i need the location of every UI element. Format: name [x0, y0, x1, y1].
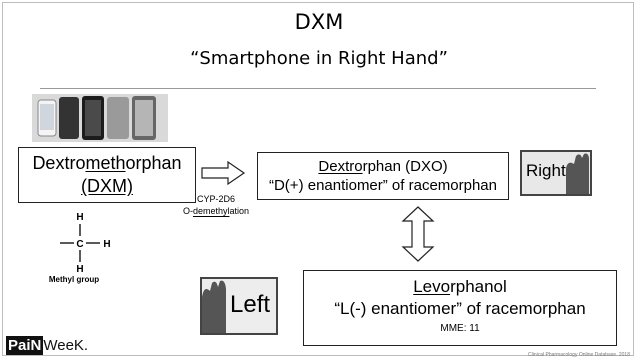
right-hand-text: Right [526, 161, 566, 180]
dxo-name-suffix: rphan (DXO) [362, 158, 448, 175]
lev-description: “L(-) enantiomer” of racemorphan [334, 299, 586, 318]
enzyme-reaction: O-demethylation [166, 205, 266, 217]
hydrogen-right: H [103, 239, 110, 250]
dxm-abbrev: (DXM) [81, 176, 133, 196]
dxo-description: “D(+) enantiomer” of racemorphan [268, 177, 497, 194]
dextromethorphan-box: Dextromethorphan (DXM) [18, 147, 196, 203]
dextrorphan-box: Dextrorphan (DXO) “D(+) enantiomer” of r… [257, 152, 509, 200]
left-hand-graphic [200, 277, 278, 335]
dxo-name: Dextrorphan (DXO) [258, 157, 508, 176]
reaction-suffix: ation [229, 206, 250, 216]
left-hand-text: Left [230, 291, 271, 318]
hydrogen-bottom: H [76, 264, 83, 275]
reaction-underlined: demethyl [192, 206, 230, 216]
mme-value: MME: 11 [440, 323, 480, 334]
smartphones-image [32, 94, 168, 142]
levorphanol-box: Levorphanol “L(-) enantiomer” of racemor… [303, 270, 617, 346]
dxm-name-underlined: meth [85, 153, 126, 173]
reaction-prefix: O- [182, 206, 193, 216]
hydrogen-top: H [76, 212, 83, 223]
source-footer: Clinical Pharmacology Online Database. 2… [527, 352, 630, 358]
logo-light: WeeK. [43, 337, 89, 354]
slide-frame [2, 2, 634, 356]
slide-title: DXM [294, 10, 344, 34]
lev-name: Levorphanol [304, 276, 616, 298]
up-down-arrow-icon [401, 206, 435, 262]
right-hand-graphic [520, 150, 592, 196]
left-hand-image: Left [200, 277, 278, 335]
carbon: C [76, 239, 83, 250]
right-arrow-icon [201, 160, 246, 186]
dxm-name: Dextromethorphan [19, 152, 195, 175]
methyl-group-diagram: H C H H [60, 212, 111, 275]
slide-subtitle: “Smartphone in Right Hand” [190, 48, 448, 69]
right-hand-image: Right [520, 150, 592, 196]
enzyme-name: CYP-2D6 [196, 194, 235, 204]
title-divider [40, 88, 596, 89]
dxm-name-prefix: Dextro [32, 153, 86, 173]
dxo-name-underlined: Dextro [318, 158, 363, 175]
dxm-name-suffix: orphan [125, 153, 182, 173]
methyl-group-label: Methyl group [48, 275, 100, 284]
logo-bold: PaiN [6, 336, 44, 355]
lev-name-underlined: Levo [413, 277, 451, 296]
enzyme-label: CYP-2D6 O-demethylation [166, 193, 266, 217]
lev-name-suffix: rphanol [450, 277, 507, 296]
